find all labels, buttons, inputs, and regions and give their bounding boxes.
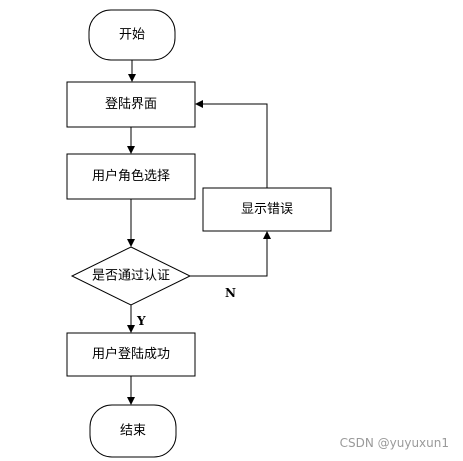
login-page-label: 登陆界面	[105, 96, 157, 112]
edge-auth-to-error	[190, 231, 271, 277]
end-node-label: 结束	[120, 424, 146, 439]
role-select-label: 用户角色选择	[92, 168, 170, 184]
edge-error-to-login	[195, 100, 268, 188]
role-select-node: 用户角色选择	[66, 153, 196, 200]
auth-decision-label: 是否通过认证	[92, 269, 170, 284]
start-node: 开始	[88, 9, 176, 61]
show-error-label: 显示错误	[241, 202, 293, 217]
login-page-node: 登陆界面	[66, 81, 196, 128]
edge-label-no: N	[225, 286, 236, 300]
edge-label-yes: Y	[136, 314, 146, 328]
start-node-label: 开始	[119, 28, 145, 43]
csdn-watermark: CSDN @yuyuxun1	[339, 436, 449, 450]
login-success-node: 用户登陆成功	[66, 332, 196, 377]
login-success-label: 用户登陆成功	[92, 346, 170, 362]
show-error-node: 显示错误	[202, 187, 332, 232]
auth-decision-node: 是否通过认证	[70, 246, 192, 306]
end-node: 结束	[89, 404, 177, 458]
